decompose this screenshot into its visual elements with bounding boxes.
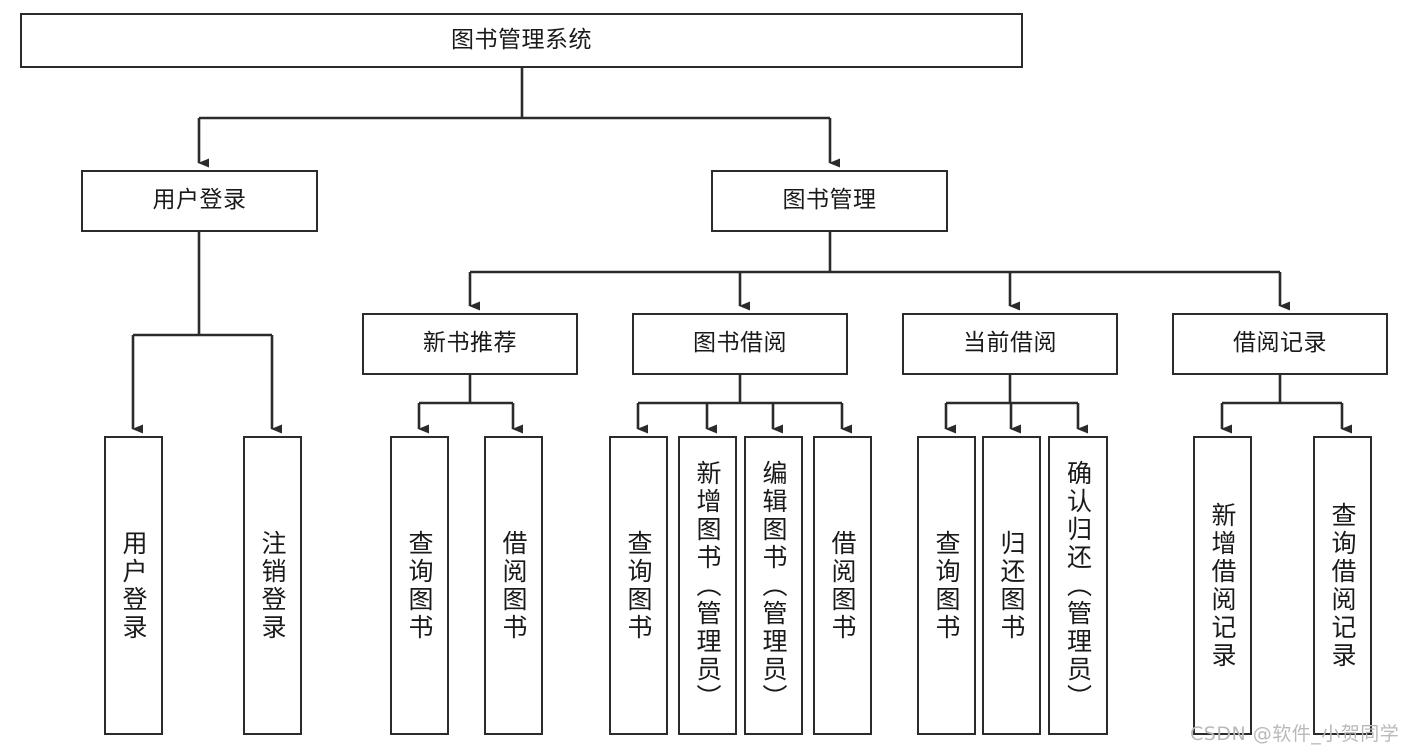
- node-leaf-borrow-book-2[interactable]: 借阅图书: [813, 436, 872, 735]
- node-label: 查询图书: [405, 529, 434, 642]
- node-book-borrow[interactable]: 图书借阅: [632, 313, 848, 375]
- node-leaf-logout-login[interactable]: 注销登录: [243, 436, 302, 735]
- node-label: 借阅图书: [499, 529, 528, 642]
- node-book-management[interactable]: 图书管理: [711, 170, 948, 232]
- node-label: 图书管理: [782, 187, 877, 214]
- node-label: 新增图书（管理员）: [693, 459, 722, 712]
- node-leaf-query-borrow-record[interactable]: 查询借阅记录: [1313, 436, 1372, 735]
- node-label: 编辑图书（管理员）: [759, 459, 788, 712]
- node-label: 归还图书: [997, 529, 1026, 642]
- node-new-book-recommend[interactable]: 新书推荐: [362, 313, 578, 375]
- node-label: 查询借阅记录: [1328, 501, 1357, 670]
- node-leaf-add-borrow-record[interactable]: 新增借阅记录: [1193, 436, 1252, 735]
- node-leaf-confirm-return-admin[interactable]: 确认归还（管理员）: [1048, 436, 1108, 735]
- node-label: 借阅图书: [828, 529, 857, 642]
- node-label: 新书推荐: [423, 330, 517, 357]
- node-label: 图书借阅: [693, 330, 787, 357]
- node-leaf-borrow-book-1[interactable]: 借阅图书: [484, 436, 543, 735]
- node-label: 用户登录: [119, 529, 148, 642]
- node-label: 借阅记录: [1233, 330, 1327, 357]
- node-root-system[interactable]: 图书管理系统: [20, 13, 1023, 68]
- node-user-login[interactable]: 用户登录: [81, 170, 318, 232]
- node-current-borrow[interactable]: 当前借阅: [902, 313, 1118, 375]
- node-label: 新增借阅记录: [1208, 501, 1237, 670]
- node-label: 注销登录: [258, 529, 287, 642]
- node-label: 查询图书: [624, 529, 653, 642]
- node-leaf-edit-book-admin[interactable]: 编辑图书（管理员）: [744, 436, 803, 735]
- node-label: 用户登录: [152, 187, 247, 214]
- node-leaf-user-login[interactable]: 用户登录: [104, 436, 163, 735]
- node-leaf-add-book-admin[interactable]: 新增图书（管理员）: [678, 436, 737, 735]
- csdn-watermark: CSDN @软件_小贺同学: [1190, 723, 1400, 745]
- node-leaf-query-book-3[interactable]: 查询图书: [917, 436, 976, 735]
- node-label: 确认归还（管理员）: [1063, 459, 1093, 712]
- node-label: 当前借阅: [963, 330, 1057, 357]
- node-leaf-query-book-2[interactable]: 查询图书: [609, 436, 668, 735]
- node-label: 查询图书: [932, 529, 961, 642]
- node-borrow-record[interactable]: 借阅记录: [1172, 313, 1388, 375]
- node-leaf-return-book[interactable]: 归还图书: [982, 436, 1041, 735]
- node-label: 图书管理系统: [451, 26, 592, 53]
- node-leaf-query-book-1[interactable]: 查询图书: [390, 436, 449, 735]
